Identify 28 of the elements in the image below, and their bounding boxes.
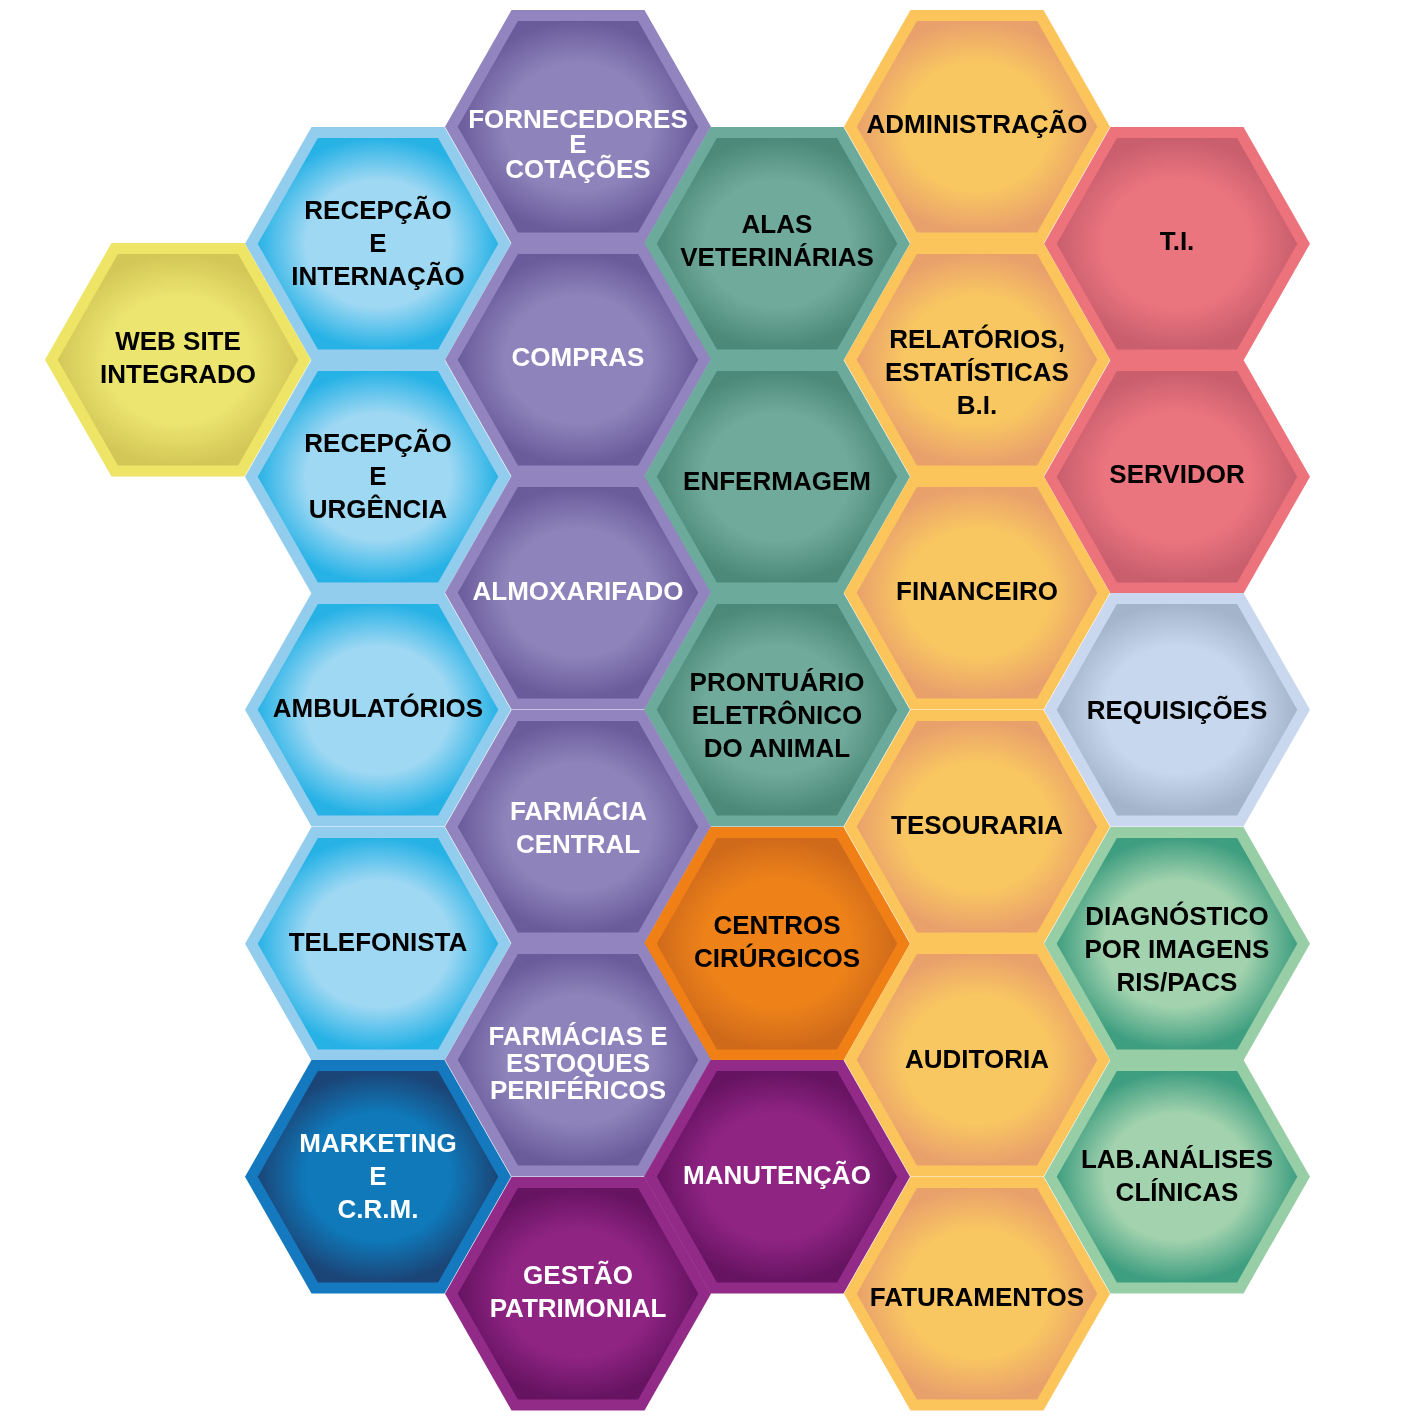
department-label: FARMÁCIA CENTRAL [509, 795, 647, 861]
department-label: AUDITORIA [905, 1043, 1049, 1077]
department-label: COMPRAS [511, 341, 645, 375]
department-label: ADMINISTRAÇÃO [866, 108, 1088, 142]
department-label: AMBULATÓRIOS [272, 692, 484, 726]
department-label: PRONTUÁRIO ELETRÔNICO DO ANIMAL [688, 666, 866, 766]
department-label: RECEPÇÃO E INTERNAÇÃO [291, 194, 465, 293]
department-label: RELATÓRIOS, ESTATÍSTICAS B.I. [885, 323, 1069, 423]
department-label: MANUTENÇÃO [683, 1159, 871, 1193]
department-label: SERVIDOR [1109, 458, 1245, 492]
department-label: LAB.ANÁLISES CLÍNICAS [1080, 1143, 1274, 1209]
department-label: FATURAMENTOS [869, 1281, 1085, 1315]
department-label: WEB SITE INTEGRADO [99, 325, 257, 391]
department-label: ALMOXARIFADO [472, 575, 684, 609]
department-label: TESOURARIA [891, 809, 1063, 843]
department-label: TELEFONISTA [288, 926, 468, 960]
department-label: FINANCEIRO [896, 575, 1058, 609]
department-label: T.I. [1159, 225, 1195, 258]
department-label: FORNECEDORES E COTAÇÕES [468, 107, 688, 183]
department-label: CENTROS CIRÚRGICOS [693, 909, 861, 975]
department-label: DIAGNÓSTICO POR IMAGENS RIS/PACS [1083, 900, 1271, 1000]
department-label: RECEPÇÃO E URGÊNCIA [304, 427, 452, 527]
department-label: GESTÃO PATRIMONIAL [489, 1259, 667, 1325]
department-label: ALAS VETERINÁRIAS [680, 208, 874, 275]
department-label: FARMÁCIAS E ESTOQUES PERIFÉRICOS [487, 1023, 669, 1105]
department-label: REQUISIÇÕES [1086, 694, 1268, 728]
department-label: MARKETING E C.R.M. [299, 1127, 457, 1227]
department-label: ENFERMAGEM [683, 465, 871, 499]
